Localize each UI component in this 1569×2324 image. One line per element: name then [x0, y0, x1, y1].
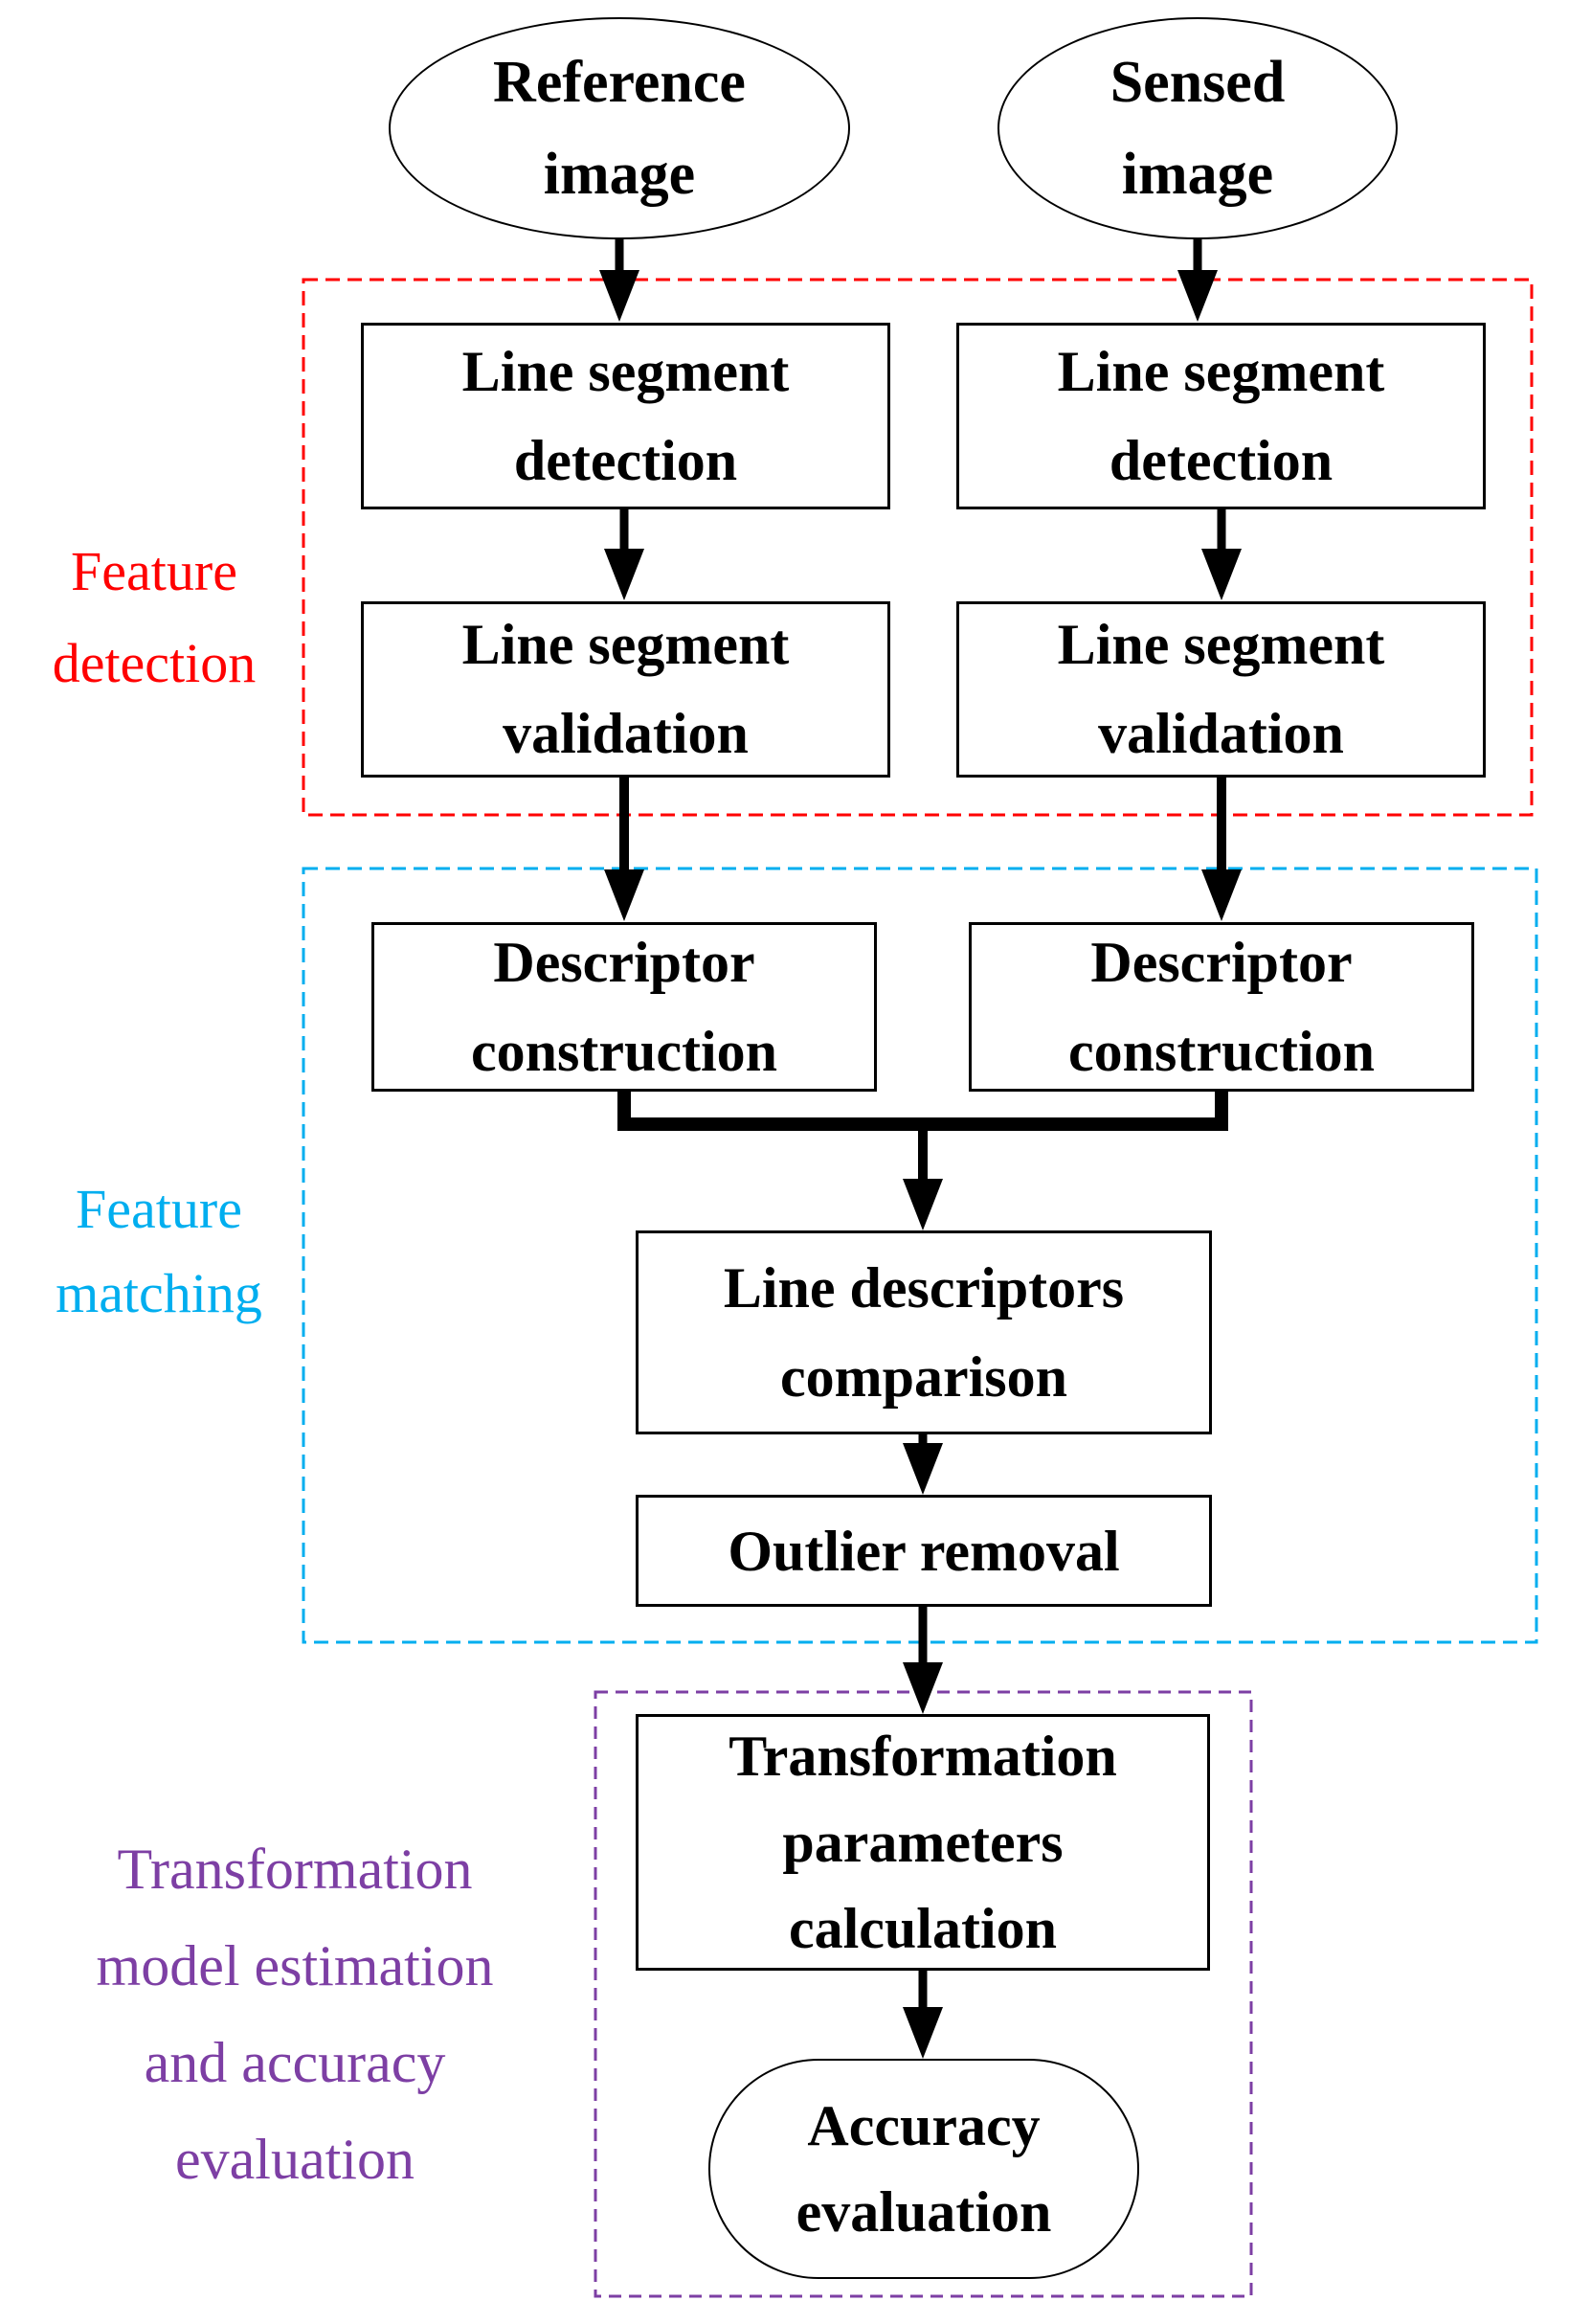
arrow-head — [1201, 869, 1242, 921]
stage-label-feature-detection: Feature detection — [52, 540, 257, 694]
sensed-image-ellipse: Sensed image — [997, 17, 1398, 239]
stage-label-feature-matching: Feature matching — [56, 1178, 262, 1324]
arrow-merge-to-comparison — [903, 1124, 943, 1230]
arrow-detection-to-validation-left — [604, 509, 644, 600]
arrow-validation-to-descriptor-left — [604, 778, 644, 921]
arrow-validation-to-descriptor-right — [1201, 778, 1242, 921]
arrow-head — [903, 1443, 943, 1495]
descriptor-construction-box-sensed: Descriptor construction — [969, 922, 1474, 1092]
line-segment-validation-box-reference: Line segment validation — [361, 601, 890, 778]
descriptor-construction-box-reference: Descriptor construction — [371, 922, 877, 1092]
merge-connector — [617, 1092, 1228, 1131]
line-segment-detection-box-sensed: Line segment detection — [956, 323, 1486, 509]
arrow-transformation-to-accuracy — [903, 1971, 943, 2059]
accuracy-evaluation-stadium: Accuracy evaluation — [708, 2059, 1139, 2279]
arrow-head — [599, 270, 639, 322]
arrow-head — [903, 2007, 943, 2059]
transformation-parameters-calculation-box: Transformation parameters calculation — [636, 1714, 1210, 1971]
reference-image-ellipse: Reference image — [389, 17, 850, 239]
arrow-outlier-to-transformation — [903, 1607, 943, 1714]
stage-label-transformation-model: Transformation model estimation and accu… — [96, 1838, 494, 2191]
line-segment-validation-box-sensed: Line segment validation — [956, 601, 1486, 778]
line-descriptors-comparison-box: Line descriptors comparison — [636, 1230, 1212, 1434]
arrow-detection-to-validation-right — [1201, 509, 1242, 600]
arrow-head — [1201, 549, 1242, 600]
arrow-head — [903, 1662, 943, 1714]
arrow-head — [1177, 270, 1218, 322]
outlier-removal-box: Outlier removal — [636, 1495, 1212, 1607]
arrow-head — [903, 1179, 943, 1230]
arrow-sensed-to-detection — [1177, 239, 1218, 322]
arrow-reference-to-detection — [599, 239, 639, 322]
arrow-head — [604, 869, 644, 921]
arrow-head — [604, 549, 644, 600]
arrow-comparison-to-outlier — [903, 1434, 943, 1495]
line-segment-detection-box-reference: Line segment detection — [361, 323, 890, 509]
